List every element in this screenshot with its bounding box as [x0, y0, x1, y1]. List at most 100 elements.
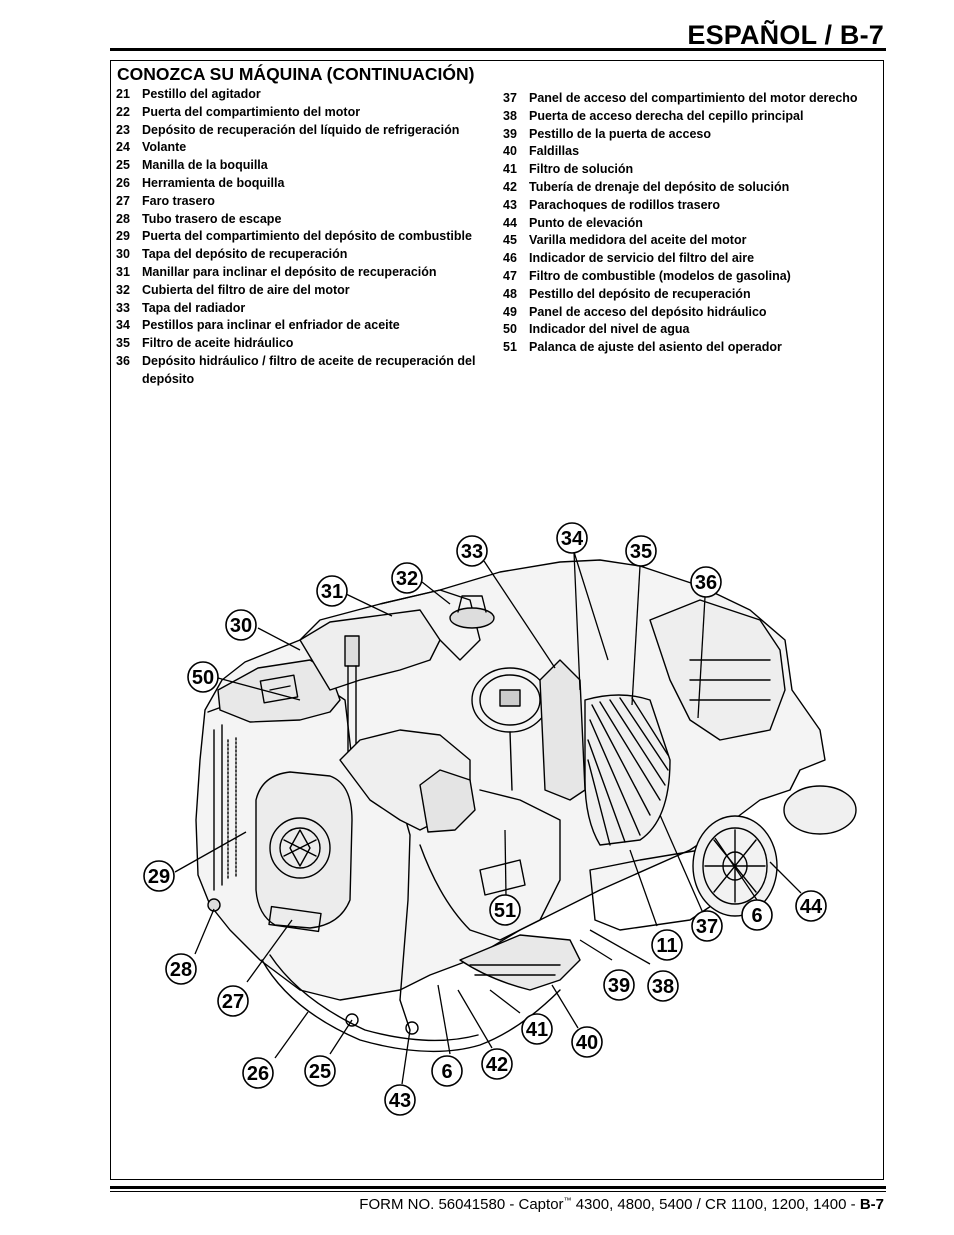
part-label: Filtro de combustible (modelos de gasoli…: [529, 268, 791, 283]
part-number: 38: [503, 108, 517, 123]
callout-39: 39: [603, 969, 635, 1001]
part-number: 51: [503, 340, 517, 355]
callout-43: 43: [384, 1084, 416, 1116]
callout-number: 31: [321, 581, 343, 603]
list-item: 25 Manilla de la boquilla: [116, 157, 476, 175]
part-label: Herramienta de boquilla: [142, 175, 285, 190]
part-number: 43: [503, 197, 517, 212]
callout-number: 39: [608, 975, 630, 997]
callouts: 33 34 35 36 31 32 30 50 29 51 37 6 44 11…: [143, 522, 827, 1116]
callout-number: 51: [494, 900, 516, 922]
callout-28: 28: [165, 953, 197, 985]
part-label: Faldillas: [529, 144, 580, 159]
callout-42: 42: [481, 1048, 513, 1080]
part-label: Parachoques de rodillos trasero: [529, 197, 721, 212]
part-label: Faro trasero: [142, 193, 215, 208]
part-number: 23: [116, 122, 130, 137]
part-label: Pestillo del depósito de recuperación: [529, 286, 751, 301]
part-number: 46: [503, 251, 517, 266]
list-item: 32 Cubierta del filtro de aire del motor: [116, 282, 476, 300]
callout-26: 26: [242, 1057, 274, 1089]
callout-34: 34: [556, 522, 588, 554]
callout-number: 28: [170, 959, 192, 981]
part-label: Filtro de aceite hidráulico: [142, 336, 294, 351]
part-number: 24: [116, 140, 130, 155]
callout-number: 37: [696, 916, 718, 938]
part-number: 39: [503, 126, 517, 141]
callout-33: 33: [456, 535, 488, 567]
callout-number: 33: [461, 541, 483, 563]
page-header-title: ESPAÑOL / B-7: [687, 20, 884, 50]
part-label: Puerta del compartimiento del depósito d…: [142, 229, 472, 244]
callout-32: 32: [391, 562, 423, 594]
callout-number: 26: [247, 1063, 269, 1085]
part-label: Puerta del compartimiento del motor: [142, 104, 361, 119]
callout-number: 29: [148, 866, 170, 888]
part-label: Pestillos para inclinar el enfriador de …: [142, 318, 400, 333]
callout-6-right: 6: [741, 899, 773, 931]
callout-number: 38: [652, 976, 674, 998]
part-label: Tubería de drenaje del depósito de soluc…: [529, 179, 790, 194]
callout-35: 35: [625, 535, 657, 567]
part-label: Panel de acceso del compartimiento del m…: [529, 91, 858, 105]
part-number: 33: [116, 300, 130, 315]
section-title: CONOZCA SU MÁQUINA (CONTINUACIÓN): [117, 64, 475, 84]
callout-50: 50: [187, 661, 219, 693]
part-number: 34: [116, 318, 130, 333]
callout-number: 34: [561, 528, 584, 550]
part-label: Cubierta del filtro de aire del motor: [142, 282, 350, 297]
part-number: 41: [503, 162, 517, 177]
list-item: 34 Pestillos para inclinar el enfriador d…: [116, 317, 476, 335]
part-number: 25: [116, 158, 130, 173]
part-number: 32: [116, 282, 130, 297]
part-number: 27: [116, 193, 130, 208]
callout-number: 40: [576, 1032, 598, 1054]
machine-illustration: [195, 559, 857, 1053]
callout-27: 27: [217, 985, 249, 1017]
part-number: 44: [503, 215, 517, 230]
list-item: 38 Puerta de acceso derecha del cepillo p…: [503, 108, 873, 126]
callout-number: 36: [695, 572, 717, 594]
part-number: 40: [503, 144, 517, 159]
part-label: Manillar para inclinar el depósito de re…: [142, 264, 437, 279]
page-number: B-7: [859, 1196, 884, 1213]
callout-number: 43: [389, 1090, 411, 1112]
part-number: 42: [503, 179, 517, 194]
callout-6-rear: 6: [431, 1055, 463, 1087]
part-number: 37: [503, 91, 517, 105]
radiator-grille: [584, 694, 671, 846]
callout-31: 31: [316, 575, 348, 607]
part-label: Manilla de la boquilla: [142, 158, 268, 173]
part-number: 22: [116, 104, 130, 119]
part-label: Indicador del nivel de agua: [529, 322, 690, 337]
footer-rule: [110, 1186, 886, 1189]
parts-list-right: 37 Panel de acceso del compartimiento del…: [503, 90, 873, 357]
list-item: 37 Panel de acceso del compartimiento del…: [503, 90, 873, 108]
part-label: Filtro de solución: [529, 162, 634, 177]
callout-number: 6: [441, 1061, 452, 1083]
content-frame: [110, 60, 884, 1180]
part-number: 29: [116, 229, 130, 244]
part-label: Puerta de acceso derecha del cepillo pri…: [529, 108, 804, 123]
part-number: 26: [116, 175, 130, 190]
callout-30: 30: [225, 609, 257, 641]
part-label: Palanca de ajuste del asiento del operad…: [529, 340, 782, 355]
leader-lines: [174, 551, 802, 1085]
footer-rule-thin: [110, 1191, 886, 1192]
callout-51: 51: [489, 894, 521, 926]
callout-number: 42: [486, 1054, 508, 1076]
part-label: Panel de acceso del depósito hidráulico: [529, 304, 767, 319]
